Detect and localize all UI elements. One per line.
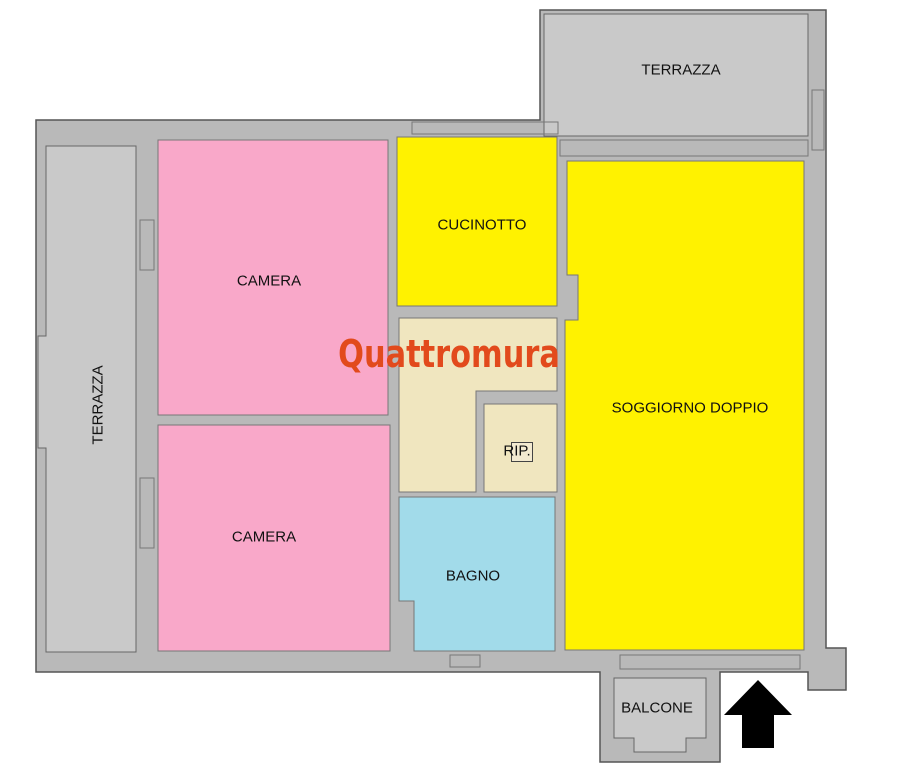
terrace-left [37,145,137,653]
room-soggiorno [564,160,805,651]
rip-marker [511,442,533,462]
brand-watermark: Quattromura [338,332,560,376]
label-camera-top: CAMERA [236,272,302,290]
label-ripostiglio: RIP. [503,442,531,460]
label-soggiorno: SOGGIORNO DOPPIO [611,399,769,417]
label-terrazza-left: TERRAZZA [89,365,107,445]
label-balcone: BALCONE [621,699,693,717]
label-terrazza-top: TERRAZZA [641,61,721,79]
room-bagno [398,496,556,652]
balcony [613,677,707,753]
label-bagno: BAGNO [445,567,501,585]
room-camera-bottom [157,424,391,652]
label-camera-bottom: CAMERA [231,528,297,546]
terrace-top [543,13,809,137]
room-camera-top [157,139,389,416]
room-cucinotto [396,136,558,307]
room-corridor [398,317,558,493]
wall-details [139,89,825,670]
entrance-arrow-icon [724,680,792,748]
label-cucinotto: CUCINOTTO [437,216,527,234]
